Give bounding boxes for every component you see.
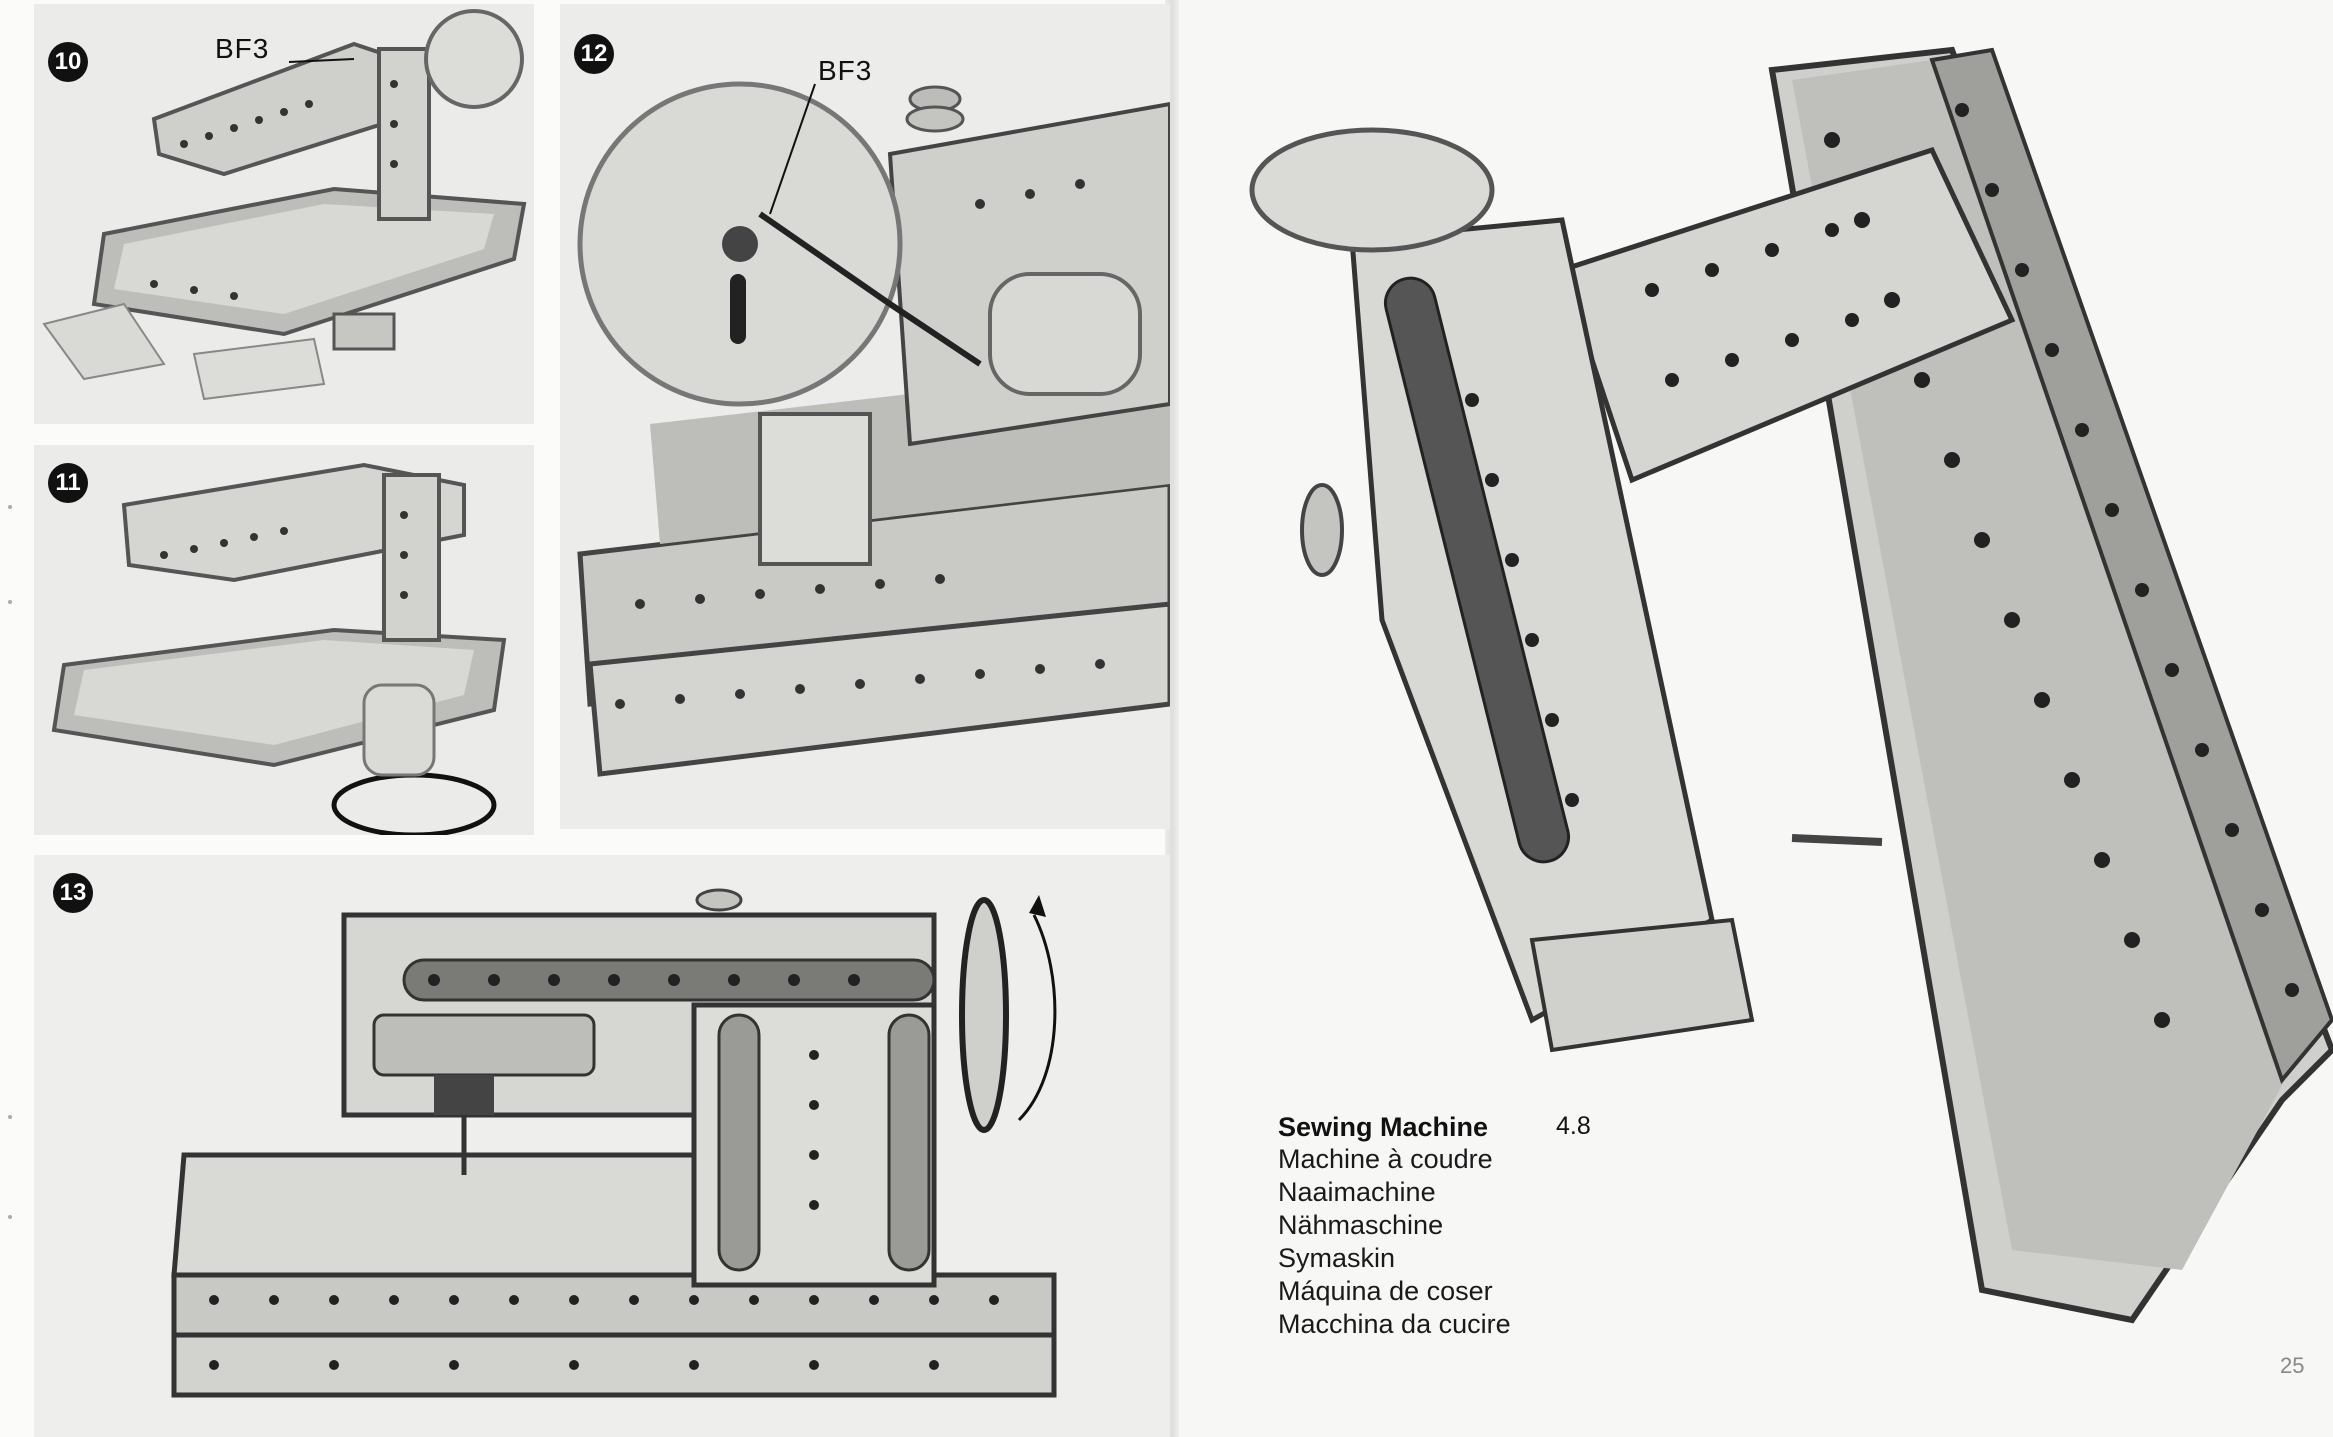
- sewing-machine-step-12-illustration: [560, 4, 1170, 829]
- caption-title-row: Sewing Machine 4.8: [1278, 1112, 1591, 1143]
- bf3-callout-label: BF3: [215, 33, 270, 64]
- step-badge-10: 10: [48, 42, 88, 82]
- main-sewing-machine-photo: [1232, 20, 2333, 1365]
- model-title: Sewing Machine: [1278, 1112, 1489, 1142]
- completed-sewing-machine-illustration: [1249, 46, 2333, 1324]
- figure-12-photo: [560, 4, 1170, 829]
- figure-13-photo: [34, 855, 1170, 1437]
- translation-spanish: Máquina de coser: [1278, 1276, 1493, 1306]
- bf3-callout-label: BF3: [818, 55, 873, 86]
- model-code: 4.8: [1556, 1112, 1591, 1140]
- step-badge-12: 12: [574, 34, 614, 74]
- sewing-machine-step-10-illustration: [34, 4, 534, 424]
- binder-hole: [8, 1215, 12, 1219]
- translation-french: Machine à coudre: [1278, 1144, 1493, 1174]
- sewing-machine-step-13-illustration: [34, 855, 1170, 1437]
- page-number: 25: [2280, 1353, 2305, 1378]
- binder-hole: [8, 600, 12, 604]
- binder-hole: [8, 505, 12, 509]
- translation-dutch: Naaimachine: [1278, 1177, 1436, 1207]
- step-badge-13: 13: [53, 873, 93, 913]
- translation-swedish: Symaskin: [1278, 1243, 1396, 1273]
- step-badge-11: 11: [48, 463, 88, 503]
- model-caption: Sewing Machine 4.8 Machine à coudre Naai…: [1278, 1112, 1591, 1341]
- figure-10-photo: [34, 4, 534, 424]
- sewing-machine-step-11-illustration: [34, 445, 534, 835]
- figure-11-photo: [34, 445, 534, 835]
- binder-hole: [8, 1115, 12, 1119]
- translation-german: Nähmaschine: [1278, 1210, 1444, 1240]
- translation-italian: Macchina da cucire: [1278, 1309, 1511, 1339]
